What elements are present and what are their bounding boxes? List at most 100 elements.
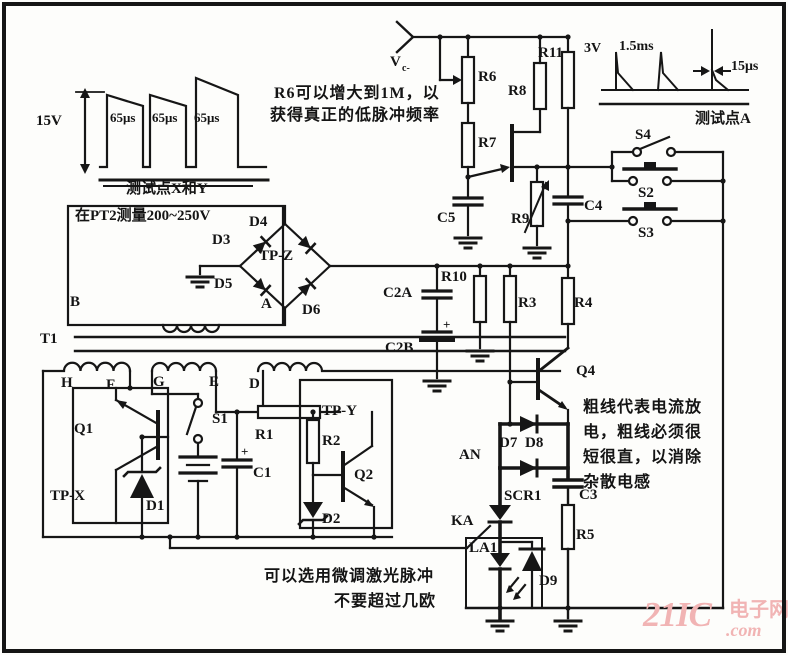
label-pulse-width-2: 65μs xyxy=(152,110,178,125)
note-laser-line1: 可以选用微调激光脉冲 xyxy=(264,568,435,585)
note-thick-line1: 粗线代表电流放 xyxy=(583,399,703,416)
winding-d xyxy=(256,361,562,373)
label-pulse-width-1: 65μs xyxy=(110,110,136,125)
label-pulse-15us: 15μs xyxy=(731,59,759,74)
label-d5: D5 xyxy=(214,276,233,292)
label-period: 1.5ms xyxy=(619,39,654,54)
label-g: G xyxy=(153,374,165,390)
label-c2b: C2B xyxy=(385,340,414,356)
winding-hf xyxy=(41,361,132,373)
waveform-left-graphic xyxy=(75,76,270,187)
diode-d5-glyph xyxy=(252,277,272,297)
label-h: H xyxy=(61,375,73,391)
label-amplitude-3v: 3V xyxy=(584,41,602,56)
secondary-coil xyxy=(161,323,221,334)
s1-and-battery xyxy=(178,397,218,539)
label-scr1: SCR1 xyxy=(504,488,542,504)
label-d9: D9 xyxy=(539,573,558,589)
label-la1: LA1 xyxy=(469,540,498,556)
label-c5: C5 xyxy=(437,210,456,226)
waveform-right-graphic xyxy=(598,29,750,106)
junction-dots xyxy=(127,34,726,611)
filter-and-q4 xyxy=(419,264,576,426)
label-amplitude-15v: 15V xyxy=(36,113,62,129)
label-tp-y: TP-Y xyxy=(322,403,357,419)
label-r4: R4 xyxy=(574,295,593,311)
label-vcc: V xyxy=(390,54,401,70)
label-c2a: C2A xyxy=(383,285,413,301)
watermark-domain: .com xyxy=(726,620,762,640)
label-t1: T1 xyxy=(40,331,58,347)
label-q1: Q1 xyxy=(74,421,94,437)
note-pt2: 在PT2测量200~250V xyxy=(75,208,211,224)
label-d7: D7 xyxy=(499,435,518,451)
label-r8: R8 xyxy=(508,83,527,99)
label-d8: D8 xyxy=(525,435,544,451)
watermark-site-name: 电子网 xyxy=(729,599,788,621)
label-r2: R2 xyxy=(322,433,341,449)
diode-d6-glyph xyxy=(297,277,317,297)
label-r3: R3 xyxy=(518,295,537,311)
label-tp-z: TP-Z xyxy=(259,248,294,264)
label-e: E xyxy=(209,374,220,390)
label-c1: C1 xyxy=(253,465,272,481)
label-c3: C3 xyxy=(579,487,598,503)
diode-d8-glyph xyxy=(520,460,537,476)
label-r1: R1 xyxy=(255,427,274,443)
caption-test-point-xy: 测试点X和Y xyxy=(126,181,208,197)
caption-test-point-a: 测试点A xyxy=(695,111,751,127)
label-a: A xyxy=(261,296,272,312)
label-q2: Q2 xyxy=(354,467,374,483)
label-c4: C4 xyxy=(584,198,603,214)
d9-led xyxy=(498,540,546,610)
label-d3: D3 xyxy=(212,232,231,248)
diode-d7-glyph xyxy=(520,416,537,432)
label-d6: D6 xyxy=(302,302,321,318)
label-r11: R11 xyxy=(538,45,564,61)
label-r5: R5 xyxy=(576,527,595,543)
scr1-glyph xyxy=(489,505,511,520)
label-d4: D4 xyxy=(249,214,268,230)
note-r6-line1: R6可以增大到1M，以 xyxy=(274,85,440,102)
note-thick-line2: 电，粗线必须很 xyxy=(583,424,703,441)
note-thick-line3: 短很直，以消除 xyxy=(583,449,703,466)
diode-d3-glyph xyxy=(252,235,272,255)
note-laser-line2: 不要超过几欧 xyxy=(334,593,437,610)
note-thick-line4: 杂散电感 xyxy=(583,474,652,491)
winding-ge xyxy=(150,361,218,373)
label-an: AN xyxy=(459,447,481,463)
diode-d1-glyph xyxy=(122,466,162,539)
label-d: D xyxy=(249,376,260,392)
q2-stage xyxy=(41,378,492,550)
label-d2: D2 xyxy=(322,511,341,527)
discharge-network xyxy=(464,414,725,633)
label-vcc-sub: c- xyxy=(402,63,410,74)
label-q4: Q4 xyxy=(576,363,596,379)
q1-stage xyxy=(71,386,170,539)
label-r9: R9 xyxy=(511,211,530,227)
label-pulse-width-3: 65μs xyxy=(194,110,220,125)
label-d1: D1 xyxy=(146,498,165,514)
bridge-rectifier xyxy=(66,204,570,334)
label-r6: R6 xyxy=(478,69,497,85)
oscillator-stage xyxy=(395,20,614,268)
label-tp-x: TP-X xyxy=(50,488,85,504)
label-c2b-plus: + xyxy=(443,317,451,332)
label-r7: R7 xyxy=(478,135,497,151)
label-b: B xyxy=(70,294,81,310)
watermark-brand: 21IC xyxy=(643,595,712,634)
diode-d4-glyph xyxy=(297,235,317,255)
label-ka: KA xyxy=(451,513,474,529)
note-r6-line2: 获得真正的低脉冲频率 xyxy=(270,107,441,124)
label-r10: R10 xyxy=(441,269,467,285)
label-s3: S3 xyxy=(638,225,654,241)
label-s1: S1 xyxy=(212,411,228,427)
label-s4: S4 xyxy=(635,127,651,143)
label-s2: S2 xyxy=(638,185,654,201)
switch-network xyxy=(566,135,725,610)
label-f: F xyxy=(106,377,116,393)
la1-diode-glyph xyxy=(490,553,510,567)
